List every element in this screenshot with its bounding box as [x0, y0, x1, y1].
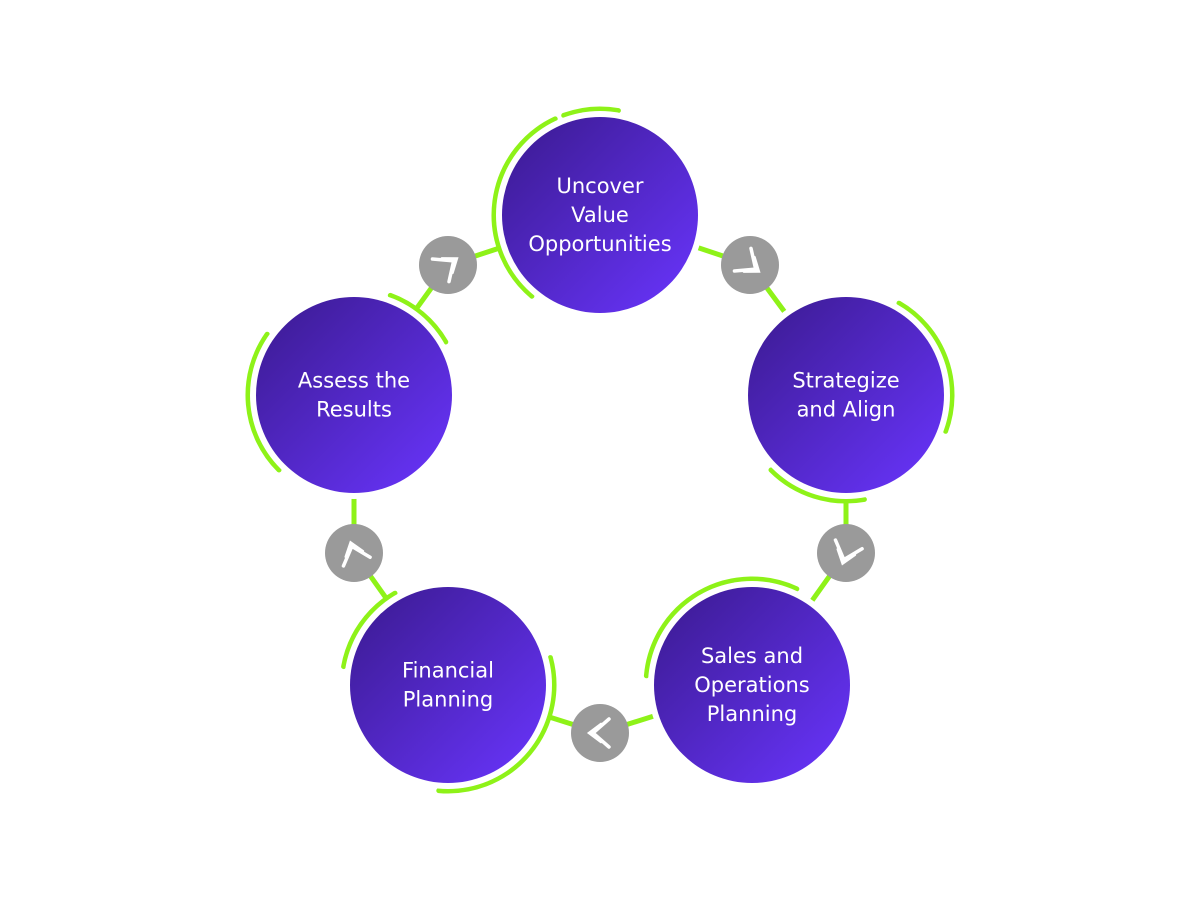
accent-arc [561, 106, 621, 118]
connector-circle [571, 704, 629, 762]
connector-circle [325, 524, 383, 582]
connector-circle [419, 236, 477, 294]
node-label: Results [316, 398, 392, 422]
node-circle [502, 117, 698, 313]
accent-arc [768, 467, 867, 504]
chevron-layer [325, 236, 875, 762]
accent-arc [643, 576, 800, 679]
node-label: Operations [694, 673, 809, 697]
chevron-icon [430, 257, 459, 284]
node-circle [748, 297, 944, 493]
chevron-icon [732, 246, 761, 273]
node-label: Sales and [701, 644, 803, 668]
accent-arc [896, 300, 955, 434]
accent-arc [387, 292, 449, 345]
node-strategize-align: Strategize and Align [742, 291, 950, 499]
node-label: Strategize [792, 369, 899, 393]
node-label: Value [571, 203, 629, 227]
chevron-icon [341, 540, 372, 568]
node-label: Uncover [556, 174, 643, 198]
connector-circle [817, 524, 875, 582]
connector-2 [817, 524, 875, 582]
node-label: Financial [402, 659, 494, 683]
node-circle [350, 587, 546, 783]
connector-4 [325, 524, 383, 582]
connector-3 [571, 704, 629, 762]
accent-arc [491, 116, 558, 299]
connector-5 [419, 236, 477, 294]
node-label: Opportunities [528, 232, 671, 256]
node-label: and Align [797, 398, 896, 422]
connector-1 [721, 236, 779, 294]
accent-arc [436, 655, 557, 794]
chevron-icon [833, 538, 864, 566]
accent-arc [341, 590, 398, 670]
accent-arc [245, 331, 282, 473]
node-label: Planning [707, 702, 797, 726]
accent-arcs [245, 106, 955, 794]
node-label: Assess the [298, 369, 410, 393]
node-label: Planning [403, 688, 493, 712]
node-circle [256, 297, 452, 493]
connector-circle [721, 236, 779, 294]
chevron-icon [586, 717, 611, 749]
node-circle [654, 587, 850, 783]
